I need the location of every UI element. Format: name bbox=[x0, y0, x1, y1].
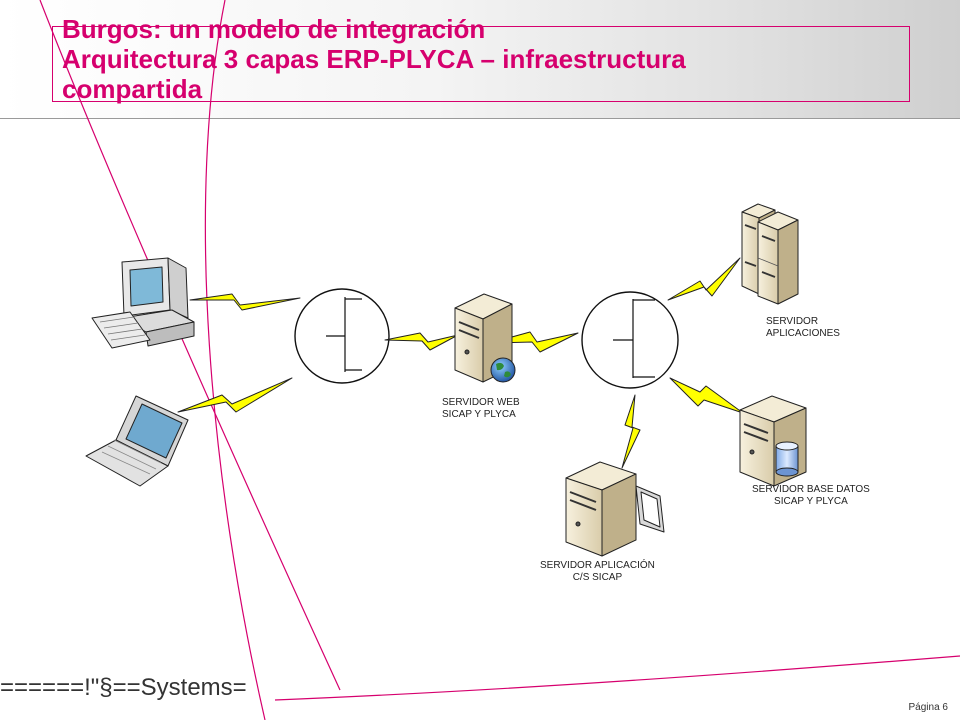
globe-icon bbox=[490, 357, 516, 383]
title-line-3: compartida bbox=[62, 74, 203, 104]
link-desktop-hub bbox=[189, 293, 301, 311]
db-server-label-line1: SERVIDOR BASE DATOS bbox=[752, 484, 870, 495]
web-server-label: SERVIDOR WEB SICAP Y PLYCA bbox=[442, 397, 520, 421]
app-server-icon bbox=[741, 203, 799, 305]
hub-left bbox=[294, 288, 390, 384]
web-server-icon bbox=[454, 293, 516, 383]
web-server-label-line1: SERVIDOR WEB bbox=[442, 397, 520, 408]
app-server-label-line2: APLICACIONES bbox=[766, 328, 840, 339]
cs-server-label: SERVIDOR APLICACIÓN C/S SICAP bbox=[540, 560, 655, 584]
link-hub-dbserver bbox=[669, 377, 744, 414]
app-server-label-line1: SERVIDOR bbox=[766, 316, 819, 327]
brand-footer: ======!"§==Systems= bbox=[0, 674, 247, 701]
title-frame bbox=[52, 26, 910, 102]
title-line-2: Arquitectura 3 capas ERP-PLYCA – infraes… bbox=[62, 44, 686, 74]
db-server-label-line2: SICAP Y PLYCA bbox=[774, 496, 848, 507]
web-server-label-line2: SICAP Y PLYCA bbox=[442, 409, 516, 420]
page-number: Página 6 bbox=[908, 702, 948, 713]
laptop-icon bbox=[85, 395, 189, 487]
hub-right bbox=[581, 291, 679, 389]
link-hub-webserver bbox=[384, 332, 459, 351]
slide-title: Burgos: un modelo de integración Arquite… bbox=[62, 14, 942, 104]
link-hub-csserver bbox=[621, 394, 641, 469]
db-server-icon bbox=[739, 395, 807, 487]
cs-server-label-line2: C/S SICAP bbox=[572, 572, 623, 583]
cs-server-icon bbox=[565, 461, 665, 557]
title-line-1: Burgos: un modelo de integración bbox=[62, 14, 486, 44]
desktop-pc-icon bbox=[91, 257, 195, 349]
link-laptop-hub bbox=[177, 377, 293, 413]
link-hub-appserver bbox=[667, 257, 741, 301]
db-server-label: SERVIDOR BASE DATOS SICAP Y PLYCA bbox=[752, 484, 870, 508]
app-server-label: SERVIDOR APLICACIONES bbox=[766, 316, 840, 340]
header-banner bbox=[0, 0, 960, 119]
database-icon bbox=[775, 441, 799, 477]
cs-server-label-line1: SERVIDOR APLICACIÓN bbox=[540, 560, 655, 571]
